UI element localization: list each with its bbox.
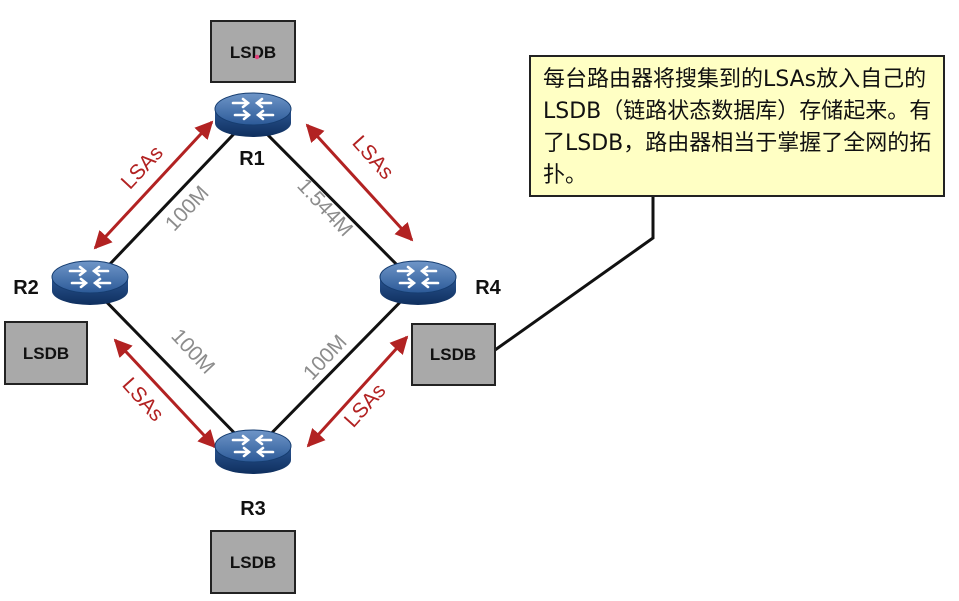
lsa-arrow-r3-r4 [306, 335, 409, 448]
lsa-arrow-r1-r2 [93, 120, 214, 250]
lsdb-box-r3: LSDB [210, 530, 296, 594]
link-r3-r4 [251, 283, 419, 454]
link-r2-r3 [88, 283, 255, 454]
lsdb-box-r1: LSDB [210, 20, 296, 83]
router-r2-icon [50, 259, 130, 307]
router-r3-label: R3 [240, 498, 266, 520]
router-r1-label: R1 [239, 148, 265, 170]
lsa-arrow-r1-r4 [305, 123, 414, 242]
link-r1-r2 [88, 115, 252, 287]
lsdb-box-r4: LSDB [411, 323, 496, 386]
lsdb-label-r3: LSDB [230, 553, 276, 572]
lsa-label-r1-r2: LSAs [117, 141, 168, 193]
router-r4-label: R4 [475, 277, 501, 299]
lsdb-label-r1: LSDB [230, 43, 276, 62]
router-r2-label: R2 [13, 277, 39, 299]
callout-text: 每台路由器将搜集到的LSAs放入自己的LSDB（链路状态数据库）存储起来。有了L… [543, 67, 932, 188]
router-r3-icon [213, 428, 293, 476]
lsdb-label-r2: LSDB [23, 344, 69, 363]
lsa-label-r3-r4: LSAs [340, 379, 391, 432]
lsdb-box-r2: LSDB [4, 321, 88, 385]
router-r4-icon [378, 259, 458, 307]
callout-connector [494, 197, 655, 352]
bandwidth-r1-r2: 100M [161, 182, 214, 236]
lsa-arrow-r2-r3 [113, 338, 217, 449]
callout-box: 每台路由器将搜集到的LSAs放入自己的LSDB（链路状态数据库）存储起来。有了L… [529, 55, 945, 197]
cursor-dot [254, 54, 260, 60]
lsa-label-r2-r3: LSAs [117, 373, 168, 426]
lsdb-label-r4: LSDB [430, 345, 476, 364]
bandwidth-r1-r4: 1.544M [292, 174, 357, 241]
router-r1-icon [213, 91, 293, 139]
